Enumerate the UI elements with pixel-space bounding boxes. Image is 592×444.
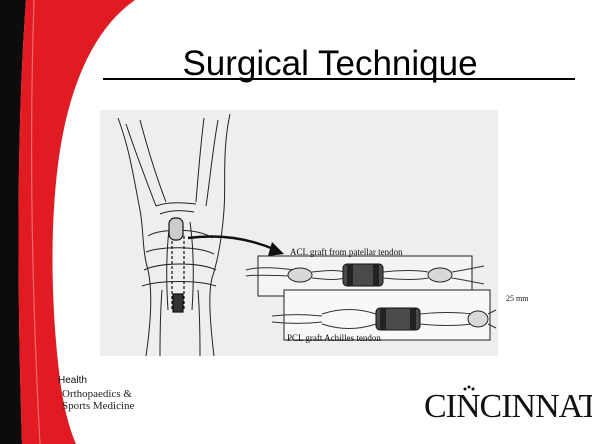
university-of-cincinnati-logo: CINCINNATI: [424, 384, 574, 430]
uc-u-icon: [44, 374, 57, 384]
cincinnati-wordmark: CINCINNATI: [424, 388, 592, 426]
surgical-illustration: ACL graft from patellar tendon PCL graft…: [100, 110, 498, 356]
pcl-graft-label: PCL graft Achilles tendon: [287, 333, 381, 343]
scale-label: 25 mm: [506, 294, 528, 304]
department-line-1: Orthopaedics &: [62, 388, 132, 400]
tibial-tunnel: [169, 218, 184, 312]
acl-graft-label: ACL graft from patellar tendon: [290, 247, 403, 257]
health-label: Health: [58, 375, 87, 386]
illustration-drawing: [100, 110, 498, 356]
pointer-arrow: [188, 237, 284, 257]
title-underline: [103, 78, 575, 80]
health-wordmark: Health: [44, 374, 87, 387]
department-line-2: Sports Medicine: [62, 400, 134, 412]
